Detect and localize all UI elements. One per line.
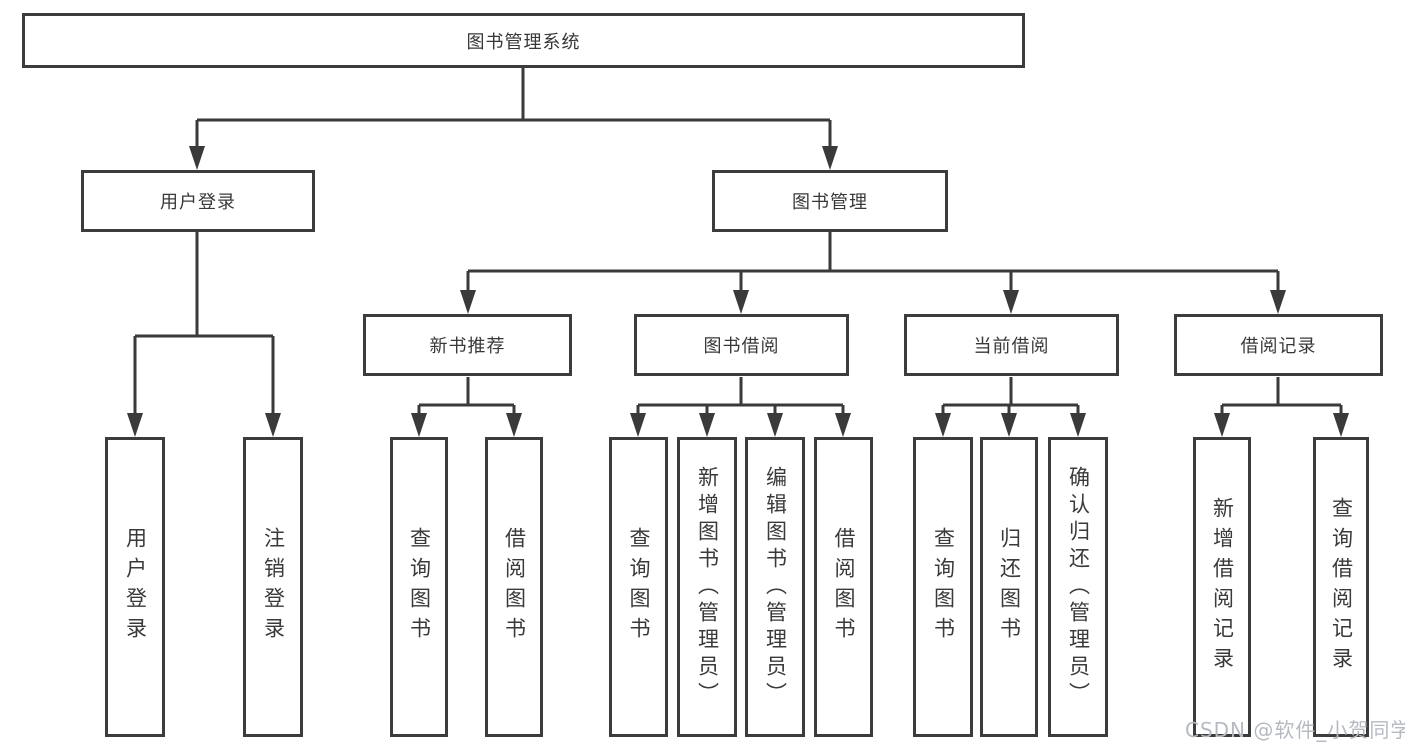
node-leaf-borrowing-borrow-books: 借阅图书 — [814, 437, 873, 737]
csdn-watermark: CSDN @软件_小贺同学 — [1185, 718, 1405, 742]
node-library-management-system: 图书管理系统 — [22, 13, 1025, 68]
node-current-borrowing: 当前借阅 — [904, 314, 1119, 376]
node-leaf-add-borrow-record: 新增借阅记录 — [1193, 437, 1251, 737]
node-book-borrowing: 图书借阅 — [634, 314, 849, 376]
node-book-management: 图书管理 — [712, 170, 948, 232]
node-leaf-user-login: 用户登录 — [105, 437, 165, 737]
node-leaf-add-book-admin: 新增图书（管理员） — [677, 437, 737, 737]
node-leaf-logout: 注销登录 — [243, 437, 303, 737]
node-user-login: 用户登录 — [81, 170, 315, 232]
node-leaf-edit-book-admin: 编辑图书（管理员） — [745, 437, 805, 737]
node-leaf-borrowing-query-books: 查询图书 — [609, 437, 668, 737]
node-leaf-return-books: 归还图书 — [980, 437, 1038, 737]
node-borrowing-records: 借阅记录 — [1174, 314, 1383, 376]
node-leaf-query-borrow-record: 查询借阅记录 — [1313, 437, 1369, 737]
node-leaf-current-query-books: 查询图书 — [913, 437, 973, 737]
node-leaf-newbooks-borrow-books: 借阅图书 — [485, 437, 543, 737]
node-new-book-recommend: 新书推荐 — [363, 314, 572, 376]
node-leaf-confirm-return-admin: 确认归还（管理员） — [1048, 437, 1108, 737]
node-leaf-newbooks-query-books: 查询图书 — [390, 437, 448, 737]
